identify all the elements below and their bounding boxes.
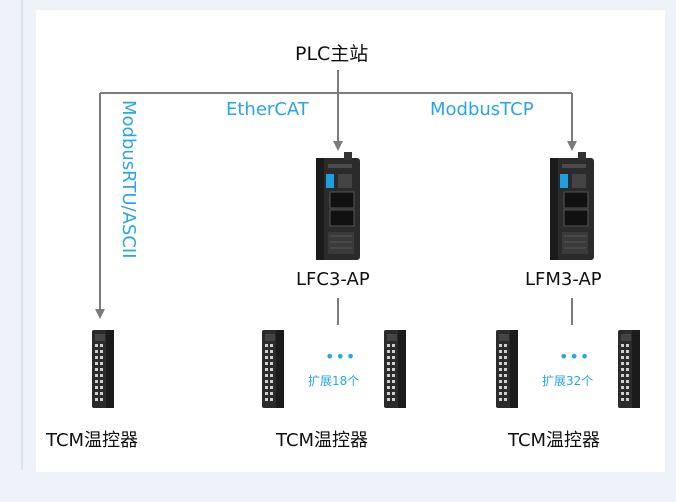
protocol-tcp-label: ModbusTCP: [430, 99, 534, 120]
protocol-ethercat-label: EtherCAT: [226, 99, 309, 120]
protocol-rtu-label: ModbusRTU/ASCII: [118, 100, 139, 259]
tcm-label-3: TCM温控器: [508, 430, 601, 451]
tcm-device-2b: [384, 330, 406, 408]
tcm-device-3b: [618, 330, 640, 408]
tcm-label-1: TCM温控器: [46, 430, 139, 451]
coupler-label-lfc3: LFC3-AP: [296, 269, 370, 290]
expand-dots-1: •••: [325, 347, 357, 366]
lfc3-ap-device: [315, 151, 361, 261]
left-rule: [21, 0, 23, 470]
coupler-label-lfm3: LFM3-AP: [525, 269, 602, 290]
plc-master-label: PLC主站: [295, 43, 369, 65]
expand-dots-2: •••: [559, 347, 591, 366]
expand-label-2: 扩展32个: [542, 374, 594, 388]
expand-label-1: 扩展18个: [308, 374, 360, 388]
lfm3-ap-device: [549, 151, 595, 261]
tcm-device-2a: [262, 330, 284, 408]
tcm-device-1: [92, 330, 114, 408]
tcm-label-2: TCM温控器: [276, 430, 369, 451]
tcm-device-3a: [496, 330, 518, 408]
